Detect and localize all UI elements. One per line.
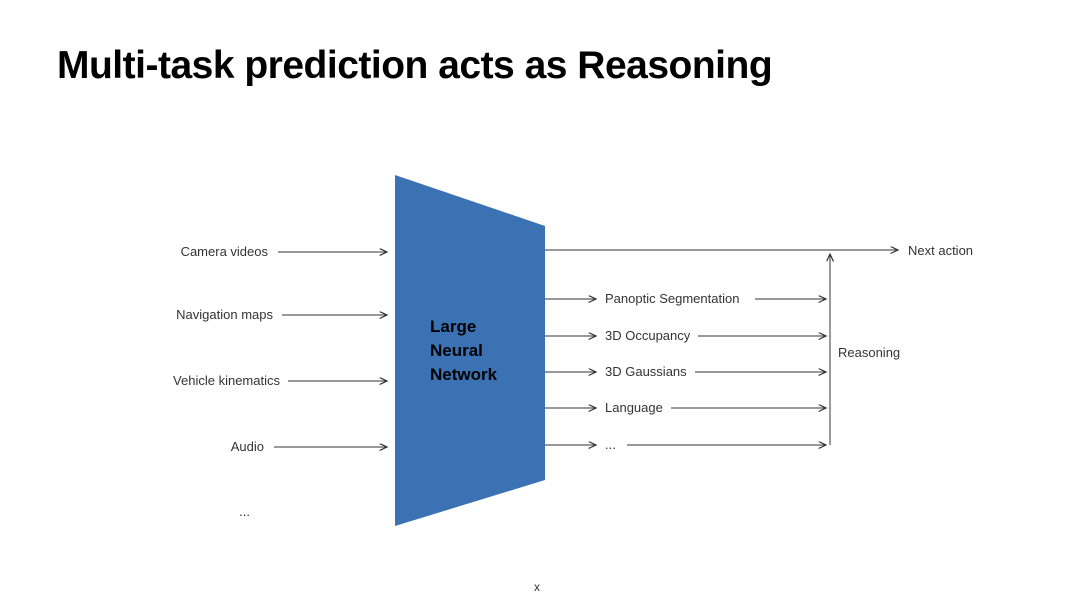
input-label-ellipsis: ... xyxy=(239,504,250,519)
input-label-navigation-maps: Navigation maps xyxy=(176,307,273,322)
network-label-line-1: Large xyxy=(430,317,476,336)
output-label-ellipsis: ... xyxy=(605,437,616,452)
input-label-camera-videos: Camera videos xyxy=(181,244,269,259)
network-label-line-3: Network xyxy=(430,365,498,384)
output-label-3d-gaussians: 3D Gaussians xyxy=(605,364,687,379)
next-action-label: Next action xyxy=(908,243,973,258)
input-label-vehicle-kinematics: Vehicle kinematics xyxy=(173,373,280,388)
output-label-3d-occupancy: 3D Occupancy xyxy=(605,328,691,343)
neural-network-shape xyxy=(395,175,545,526)
slide-title: Multi-task prediction acts as Reasoning xyxy=(57,44,773,87)
footer-x: x xyxy=(534,580,540,594)
network-label-line-2: Neural xyxy=(430,341,483,360)
output-label-language: Language xyxy=(605,400,663,415)
input-label-audio: Audio xyxy=(231,439,264,454)
output-label-panoptic-segmentation: Panoptic Segmentation xyxy=(605,291,739,306)
reasoning-label: Reasoning xyxy=(838,345,900,360)
